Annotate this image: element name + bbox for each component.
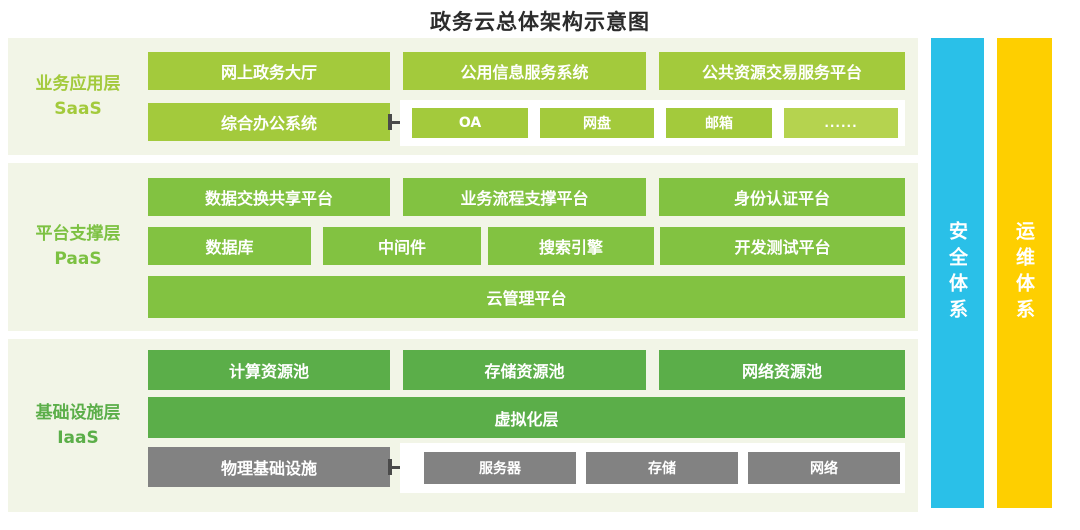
paas-layer-label: 平台支撑层 PaaS [8, 163, 148, 331]
operations-system-label: 运维体系 [1013, 221, 1035, 325]
box-devtest-platform: 开发测试平台 [660, 227, 905, 265]
iaas-layer-panel: 基础设施层 IaaS 计算资源池 存储资源池 网络资源池 虚拟化层 物理基础设施… [8, 339, 918, 512]
box-mailbox: 邮箱 [666, 108, 772, 138]
iaas-layer-abbr: IaaS [57, 427, 99, 448]
paas-layer-panel: 平台支撑层 PaaS 数据交换共享平台 业务流程支撑平台 身份认证平台 数据库 … [8, 163, 918, 331]
box-middleware: 中间件 [323, 227, 481, 265]
connector-tick [388, 114, 392, 130]
box-oa: OA [412, 108, 528, 138]
box-physical-infrastructure: 物理基础设施 [148, 447, 390, 487]
box-more-apps: ...... [784, 108, 898, 138]
paas-layer-abbr: PaaS [54, 249, 102, 269]
box-online-gov-hall: 网上政务大厅 [148, 52, 390, 90]
box-compute-pool: 计算资源池 [148, 350, 390, 390]
box-storage: 存储 [586, 452, 738, 484]
box-storage-pool: 存储资源池 [403, 350, 646, 390]
iaas-layer-label: 基础设施层 IaaS [8, 339, 148, 512]
box-virtualization-layer: 虚拟化层 [148, 397, 905, 438]
operations-system-bar: 运维体系 [997, 38, 1052, 508]
paas-layer-name: 平台支撑层 [35, 224, 121, 245]
saas-layer-abbr: SaaS [54, 98, 102, 119]
box-network-pool: 网络资源池 [659, 350, 905, 390]
box-business-process-platform: 业务流程支撑平台 [403, 178, 646, 216]
iaas-layer-name: 基础设施层 [35, 402, 121, 423]
diagram-title: 政务云总体架构示意图 [430, 10, 650, 34]
iaas-hardware-strip: 服务器 存储 网络 [400, 443, 905, 493]
box-integrated-office: 综合办公系统 [148, 103, 390, 141]
saas-subsystem-strip: OA 网盘 邮箱 ...... [400, 100, 905, 146]
security-system-bar: 安全体系 [931, 38, 984, 508]
box-cloud-management-platform: 云管理平台 [148, 276, 905, 318]
box-public-resource-trading: 公共资源交易服务平台 [659, 52, 905, 90]
security-system-label: 安全体系 [946, 221, 968, 325]
box-database: 数据库 [148, 227, 311, 265]
box-data-exchange-platform: 数据交换共享平台 [148, 178, 390, 216]
saas-layer-panel: 业务应用层 SaaS 网上政务大厅 公用信息服务系统 公共资源交易服务平台 综合… [8, 38, 918, 155]
box-search-engine: 搜索引擎 [488, 227, 654, 265]
saas-layer-label: 业务应用层 SaaS [8, 38, 148, 155]
box-identity-auth-platform: 身份认证平台 [659, 178, 905, 216]
box-public-info-service: 公用信息服务系统 [403, 52, 646, 90]
box-server: 服务器 [424, 452, 576, 484]
box-network: 网络 [748, 452, 900, 484]
saas-layer-name: 业务应用层 [35, 73, 121, 94]
connector-tick [388, 459, 392, 475]
box-netdisk: 网盘 [540, 108, 654, 138]
